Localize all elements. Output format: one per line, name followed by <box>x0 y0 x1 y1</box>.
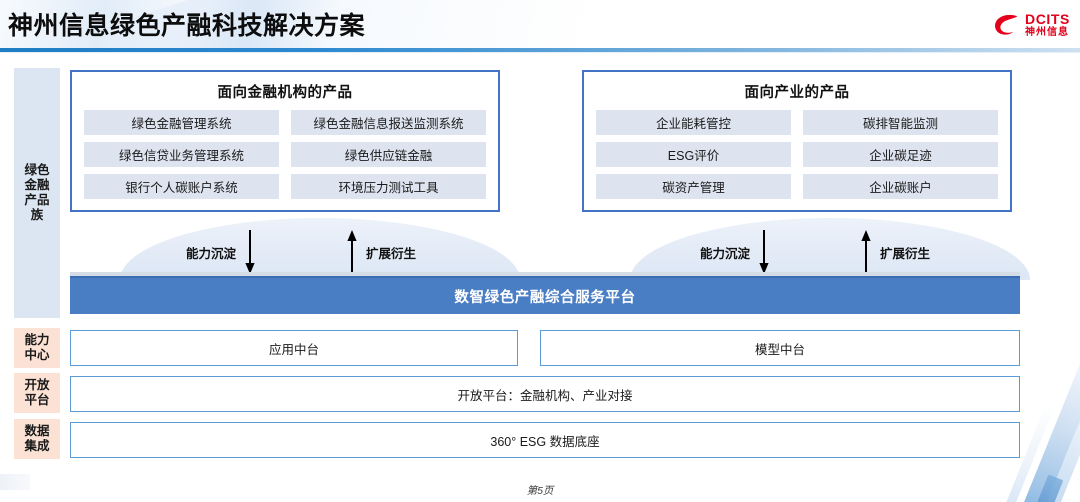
group-title-industry-products: 面向产业的产品 <box>744 85 850 101</box>
open-platform-card[interactable]: 开放平台：金融机构、产业对接 <box>70 376 1020 412</box>
product-chip[interactable]: 绿色金融管理系统 <box>84 110 279 135</box>
capability-card-label: 应用中台 <box>268 342 319 357</box>
chip-grid-industry-products: 企业能耗管控 碳排智能监测 ESG评价 企业碳足迹 碳资产管理 企业碳账户 <box>584 110 1010 209</box>
capability-card-application-middle-platform[interactable]: 应用中台 <box>70 330 518 366</box>
flow-callout-left-up: 扩展衍生 <box>344 230 416 274</box>
flow-label-capability-precipitation-left: 能力沉淀 <box>186 246 237 261</box>
group-title-financial-institution-products: 面向金融机构的产品 <box>217 85 353 101</box>
product-chip[interactable]: 绿色供应链金融 <box>291 142 486 167</box>
flow-label-capability-precipitation-right: 能力沉淀 <box>700 246 751 261</box>
arrow-down-icon <box>245 230 255 274</box>
product-chip[interactable]: 企业碳账户 <box>803 174 998 199</box>
sidebar-label-open-platform: 开放 平台 <box>24 377 50 407</box>
product-chip[interactable]: 绿色信贷业务管理系统 <box>84 142 279 167</box>
product-chip[interactable]: 环境压力测试工具 <box>291 174 486 199</box>
page-title: 神州信息绿色产融科技解决方案 <box>8 12 366 40</box>
logo-text-cn: 神州信息 <box>1025 27 1069 38</box>
sidebar-label-capability-center: 能力 中心 <box>24 332 50 362</box>
product-chip[interactable]: 企业能耗管控 <box>596 110 791 135</box>
capability-card-model-middle-platform[interactable]: 模型中台 <box>540 330 1020 366</box>
header-divider-rule <box>0 48 1080 52</box>
platform-bar[interactable]: 数智绿色产融综合服务平台 <box>70 276 1020 314</box>
sidebar-item-green-finance-product-family[interactable]: 绿色 金融 产品 族 <box>14 68 60 318</box>
product-chip[interactable]: 绿色金融信息报送监测系统 <box>291 110 486 135</box>
logo-wordmark: DCITS 神州信息 <box>1025 12 1070 38</box>
sidebar-item-capability-center[interactable]: 能力 中心 <box>14 328 60 368</box>
product-chip[interactable]: ESG评价 <box>596 142 791 167</box>
flow-label-expansion-derivation-left: 扩展衍生 <box>366 246 417 261</box>
arrow-down-icon <box>759 230 769 274</box>
flow-callout-right-up: 扩展衍生 <box>858 230 930 274</box>
bottom-left-decoration <box>0 474 30 490</box>
footer-page-number: 第5页 <box>526 485 554 497</box>
logo-text-en: DCITS <box>1025 11 1070 27</box>
product-chip[interactable]: 碳排智能监测 <box>803 110 998 135</box>
dome-decoration-left <box>120 218 520 280</box>
arrow-up-icon <box>861 230 871 274</box>
data-foundation-card[interactable]: 360° ESG 数据底座 <box>70 422 1020 458</box>
data-foundation-card-label: 360° ESG 数据底座 <box>490 434 600 449</box>
corner-ribbon-decoration <box>978 302 1080 502</box>
chip-grid-financial-institution-products: 绿色金融管理系统 绿色金融信息报送监测系统 绿色信贷业务管理系统 绿色供应链金融… <box>72 110 498 209</box>
sidebar-label-data-integration: 数据 集成 <box>24 423 50 453</box>
product-chip[interactable]: 银行个人碳账户系统 <box>84 174 279 199</box>
sidebar-item-open-platform[interactable]: 开放 平台 <box>14 373 60 413</box>
brand-logo: DCITS 神州信息 <box>994 8 1070 42</box>
sidebar-item-data-integration[interactable]: 数据 集成 <box>14 419 60 459</box>
sidebar-label-green-finance-product-family: 绿色 金融 产品 族 <box>24 162 50 223</box>
platform-bar-shadow <box>70 272 1020 278</box>
arrow-up-icon <box>347 230 357 274</box>
capability-card-label: 模型中台 <box>754 342 805 357</box>
open-platform-card-label: 开放平台：金融机构、产业对接 <box>457 388 633 403</box>
header-divider-rule-secondary <box>0 52 1080 53</box>
dcits-swirl-icon <box>995 14 1018 35</box>
product-chip[interactable]: 企业碳足迹 <box>803 142 998 167</box>
slide-header: 神州信息绿色产融科技解决方案 <box>0 0 1080 52</box>
flow-callout-right-down: 能力沉淀 <box>700 230 772 274</box>
group-industry-products: 面向产业的产品 企业能耗管控 碳排智能监测 ESG评价 企业碳足迹 碳资产管理 … <box>582 70 1012 212</box>
platform-bar-label: 数智绿色产融综合服务平台 <box>454 289 636 306</box>
product-chip[interactable]: 碳资产管理 <box>596 174 791 199</box>
flow-label-expansion-derivation-right: 扩展衍生 <box>880 246 931 261</box>
group-financial-institution-products: 面向金融机构的产品 绿色金融管理系统 绿色金融信息报送监测系统 绿色信贷业务管理… <box>70 70 500 212</box>
dome-decoration-right <box>630 218 1030 280</box>
flow-callout-left-down: 能力沉淀 <box>186 230 258 274</box>
